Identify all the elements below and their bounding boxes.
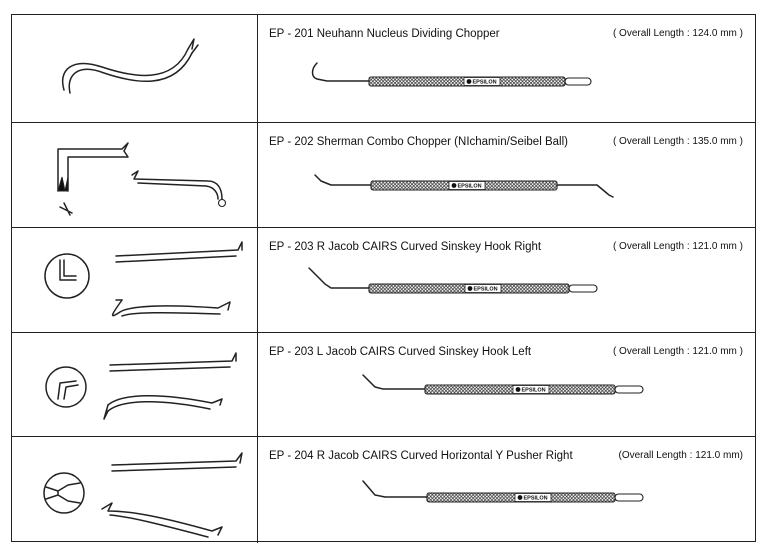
product-title: EP - 203 L Jacob CAIRS Curved Sinskey Ho…: [269, 346, 531, 358]
brand-label: EPSILON: [514, 493, 552, 502]
product-code: EP - 201: [269, 28, 314, 40]
product-code: EP - 203 L: [269, 346, 323, 358]
instrument-drawing: EPSILON: [308, 267, 598, 294]
tip-illustration-cell: [12, 15, 257, 122]
tip-illustration-cell: [12, 437, 257, 543]
product-info-cell: EP - 203 L Jacob CAIRS Curved Sinskey Ho…: [259, 333, 755, 436]
column-divider: [257, 333, 258, 436]
product-title: EP - 203 R Jacob CAIRS Curved Sinskey Ho…: [269, 241, 541, 253]
brand-name: EPSILON: [522, 388, 546, 394]
product-row-ep-203r: EP - 203 R Jacob CAIRS Curved Sinskey Ho…: [12, 227, 755, 332]
y-pusher-tip-icon: [43, 452, 243, 538]
product-code: EP - 204 R: [269, 450, 326, 462]
overall-length: ( Overall Length : 124.0 mm ): [612, 28, 743, 39]
instrument-drawing: EPSILON: [362, 374, 644, 395]
product-info-cell: EP - 202 Sherman Combo Chopper (NIchamin…: [259, 123, 755, 227]
column-divider: [257, 123, 258, 227]
instrument-drawing: EPSILON: [314, 174, 614, 198]
combo-chopper-tip-icon: [57, 142, 227, 216]
product-code: EP - 203 R: [269, 241, 326, 253]
instrument-drawing: EPSILON: [311, 62, 592, 87]
overall-length: ( Overall Length : 121.0 mm ): [612, 346, 743, 357]
product-name: Neuhann Nucleus Dividing Chopper: [316, 28, 500, 40]
chopper-tip-icon: [61, 38, 199, 94]
product-row-ep-203l: EP - 203 L Jacob CAIRS Curved Sinskey Ho…: [12, 332, 755, 436]
product-name: Jacob CAIRS Curved Horizontal Y Pusher R…: [328, 450, 573, 462]
product-title: EP - 202 Sherman Combo Chopper (NIchamin…: [269, 136, 568, 148]
tip-illustration-cell: [12, 228, 257, 332]
product-catalog-table: EP - 201 Neuhann Nucleus Dividing Choppe…: [11, 14, 756, 543]
tip-illustration-cell: [12, 123, 257, 227]
product-code: EP - 202: [269, 136, 314, 148]
tip-illustration-cell: [12, 333, 257, 436]
product-title: EP - 204 R Jacob CAIRS Curved Horizontal…: [269, 450, 573, 462]
product-info-cell: EP - 201 Neuhann Nucleus Dividing Choppe…: [259, 15, 755, 122]
product-row-ep-201: EP - 201 Neuhann Nucleus Dividing Choppe…: [12, 15, 755, 122]
overall-length: ( Overall Length : 121.0 mm ): [612, 241, 743, 252]
brand-label: EPSILON: [464, 284, 502, 293]
column-divider: [257, 437, 258, 543]
brand-name: EPSILON: [473, 80, 497, 86]
sinskey-hook-left-tip-icon: [45, 352, 237, 420]
product-row-ep-202: EP - 202 Sherman Combo Chopper (NIchamin…: [12, 122, 755, 227]
overall-length: ( Overall Length : 135.0 mm ): [612, 136, 743, 147]
brand-label: EPSILON: [512, 385, 550, 394]
column-divider: [257, 15, 258, 122]
brand-name: EPSILON: [474, 287, 498, 293]
overall-length: (Overall Length : 121.0 mm): [618, 450, 744, 461]
brand-name: EPSILON: [458, 184, 482, 190]
product-name: Jacob CAIRS Curved Sinskey Hook Left: [325, 346, 532, 358]
brand-label: EPSILON: [463, 77, 501, 86]
instrument-drawing: EPSILON: [362, 480, 644, 503]
product-title: EP - 201 Neuhann Nucleus Dividing Choppe…: [269, 28, 500, 40]
product-row-ep-204r: EP - 204 R Jacob CAIRS Curved Horizontal…: [12, 436, 755, 543]
product-name: Jacob CAIRS Curved Sinskey Hook Right: [328, 241, 542, 253]
brand-label: EPSILON: [448, 181, 486, 190]
product-info-cell: EP - 204 R Jacob CAIRS Curved Horizontal…: [259, 437, 755, 543]
product-info-cell: EP - 203 R Jacob CAIRS Curved Sinskey Ho…: [259, 228, 755, 332]
brand-name: EPSILON: [524, 496, 548, 502]
product-name: Sherman Combo Chopper (NIchamin/Seibel B…: [316, 136, 568, 148]
sinskey-hook-right-tip-icon: [44, 241, 243, 317]
column-divider: [257, 228, 258, 332]
